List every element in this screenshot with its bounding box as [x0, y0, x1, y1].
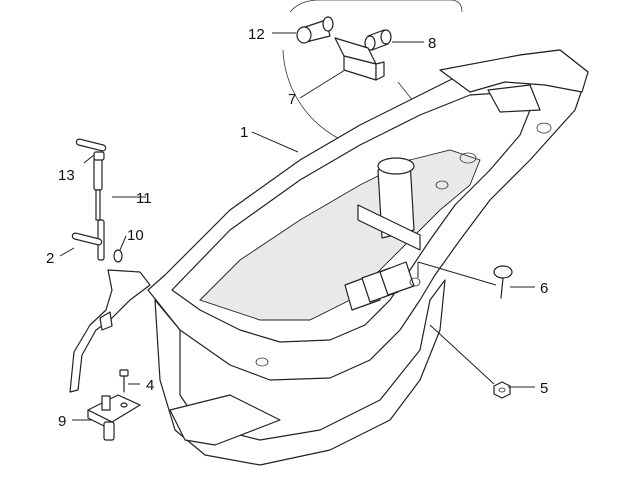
callout-10: 12	[248, 26, 265, 43]
callout-5: 5	[540, 380, 548, 397]
callout-12: 11	[136, 190, 152, 207]
callout-1: 1	[240, 124, 248, 141]
part-8-plug	[364, 29, 392, 51]
callout-9: 9	[58, 413, 66, 430]
callout-labels: 12 8 7 1 13 11 10 2 6 4 5 9	[46, 26, 548, 430]
hinge-bracket	[69, 269, 151, 393]
part-10-cap	[296, 16, 334, 44]
part-5-nut	[493, 381, 511, 399]
part-9-latch	[87, 394, 141, 441]
part-6-screw	[493, 265, 513, 299]
callout-13: 13	[58, 167, 75, 184]
part-2-pin	[71, 232, 103, 246]
callout-7: 7	[288, 91, 296, 108]
callout-4: 4	[146, 377, 154, 394]
part-11-washer	[113, 249, 123, 263]
leader-lines	[59, 32, 535, 421]
callout-11: 10	[127, 227, 144, 244]
callout-8: 8	[428, 35, 436, 52]
callout-2: 2	[46, 250, 54, 267]
part-13-pin	[75, 138, 107, 152]
part-7-clip	[334, 37, 385, 81]
part-4-screw	[119, 369, 129, 393]
part-1-helmet-compartment	[147, 49, 589, 466]
callout-6: 6	[540, 280, 548, 297]
